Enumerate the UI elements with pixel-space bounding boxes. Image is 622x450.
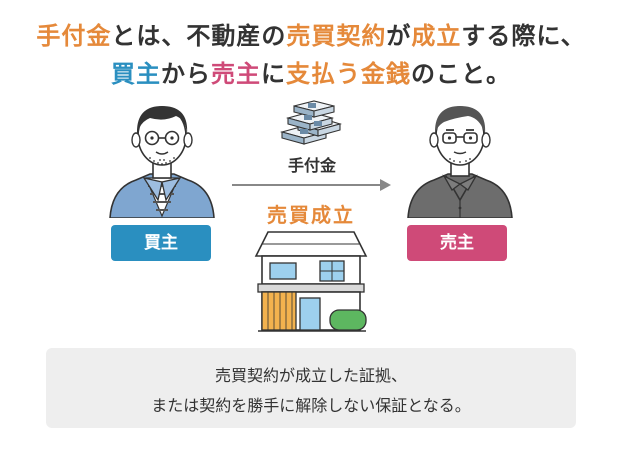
headline-segment: 売主: [211, 60, 261, 88]
note-line-1: 売買契約が成立した証拠、: [214, 366, 407, 385]
headline-segment: 買主: [111, 60, 161, 88]
headline-line-1: 手付金とは、不動産の売買契約が成立する際に、: [0, 16, 622, 51]
headline-segment: のこと。: [411, 60, 511, 88]
headline-segment: 売買契約: [286, 22, 387, 50]
headline-segment: 支払う金銭: [286, 60, 411, 88]
headline-segment: 手付金: [36, 22, 112, 50]
headline-segment: に: [261, 60, 286, 88]
seller-person-icon: [407, 106, 513, 218]
seller-badge: 売主: [407, 225, 507, 261]
house-icon: [254, 231, 368, 332]
contract-label: 売買成立: [267, 203, 355, 227]
buyer-person-icon: [109, 106, 215, 218]
headline-segment: 成立: [411, 22, 462, 50]
note-line-2: または契約を勝手に解除しない保証となる。: [151, 396, 471, 415]
headline-segment: とは、不動産の: [111, 22, 287, 50]
headline-segment: が: [386, 22, 412, 50]
money-stack-icon: [279, 100, 342, 145]
headline-line-2: 買主から売主に支払う金銭のこと。: [0, 54, 622, 89]
headline-segment: する際に、: [461, 22, 586, 50]
arrow-right-icon: [232, 179, 391, 191]
headline-segment: から: [161, 60, 211, 88]
note-box: 売買契約が成立した証拠、 または契約を勝手に解除しない保証となる。: [46, 348, 576, 428]
buyer-badge: 買主: [111, 225, 211, 261]
transfer-label: 手付金: [287, 156, 336, 175]
